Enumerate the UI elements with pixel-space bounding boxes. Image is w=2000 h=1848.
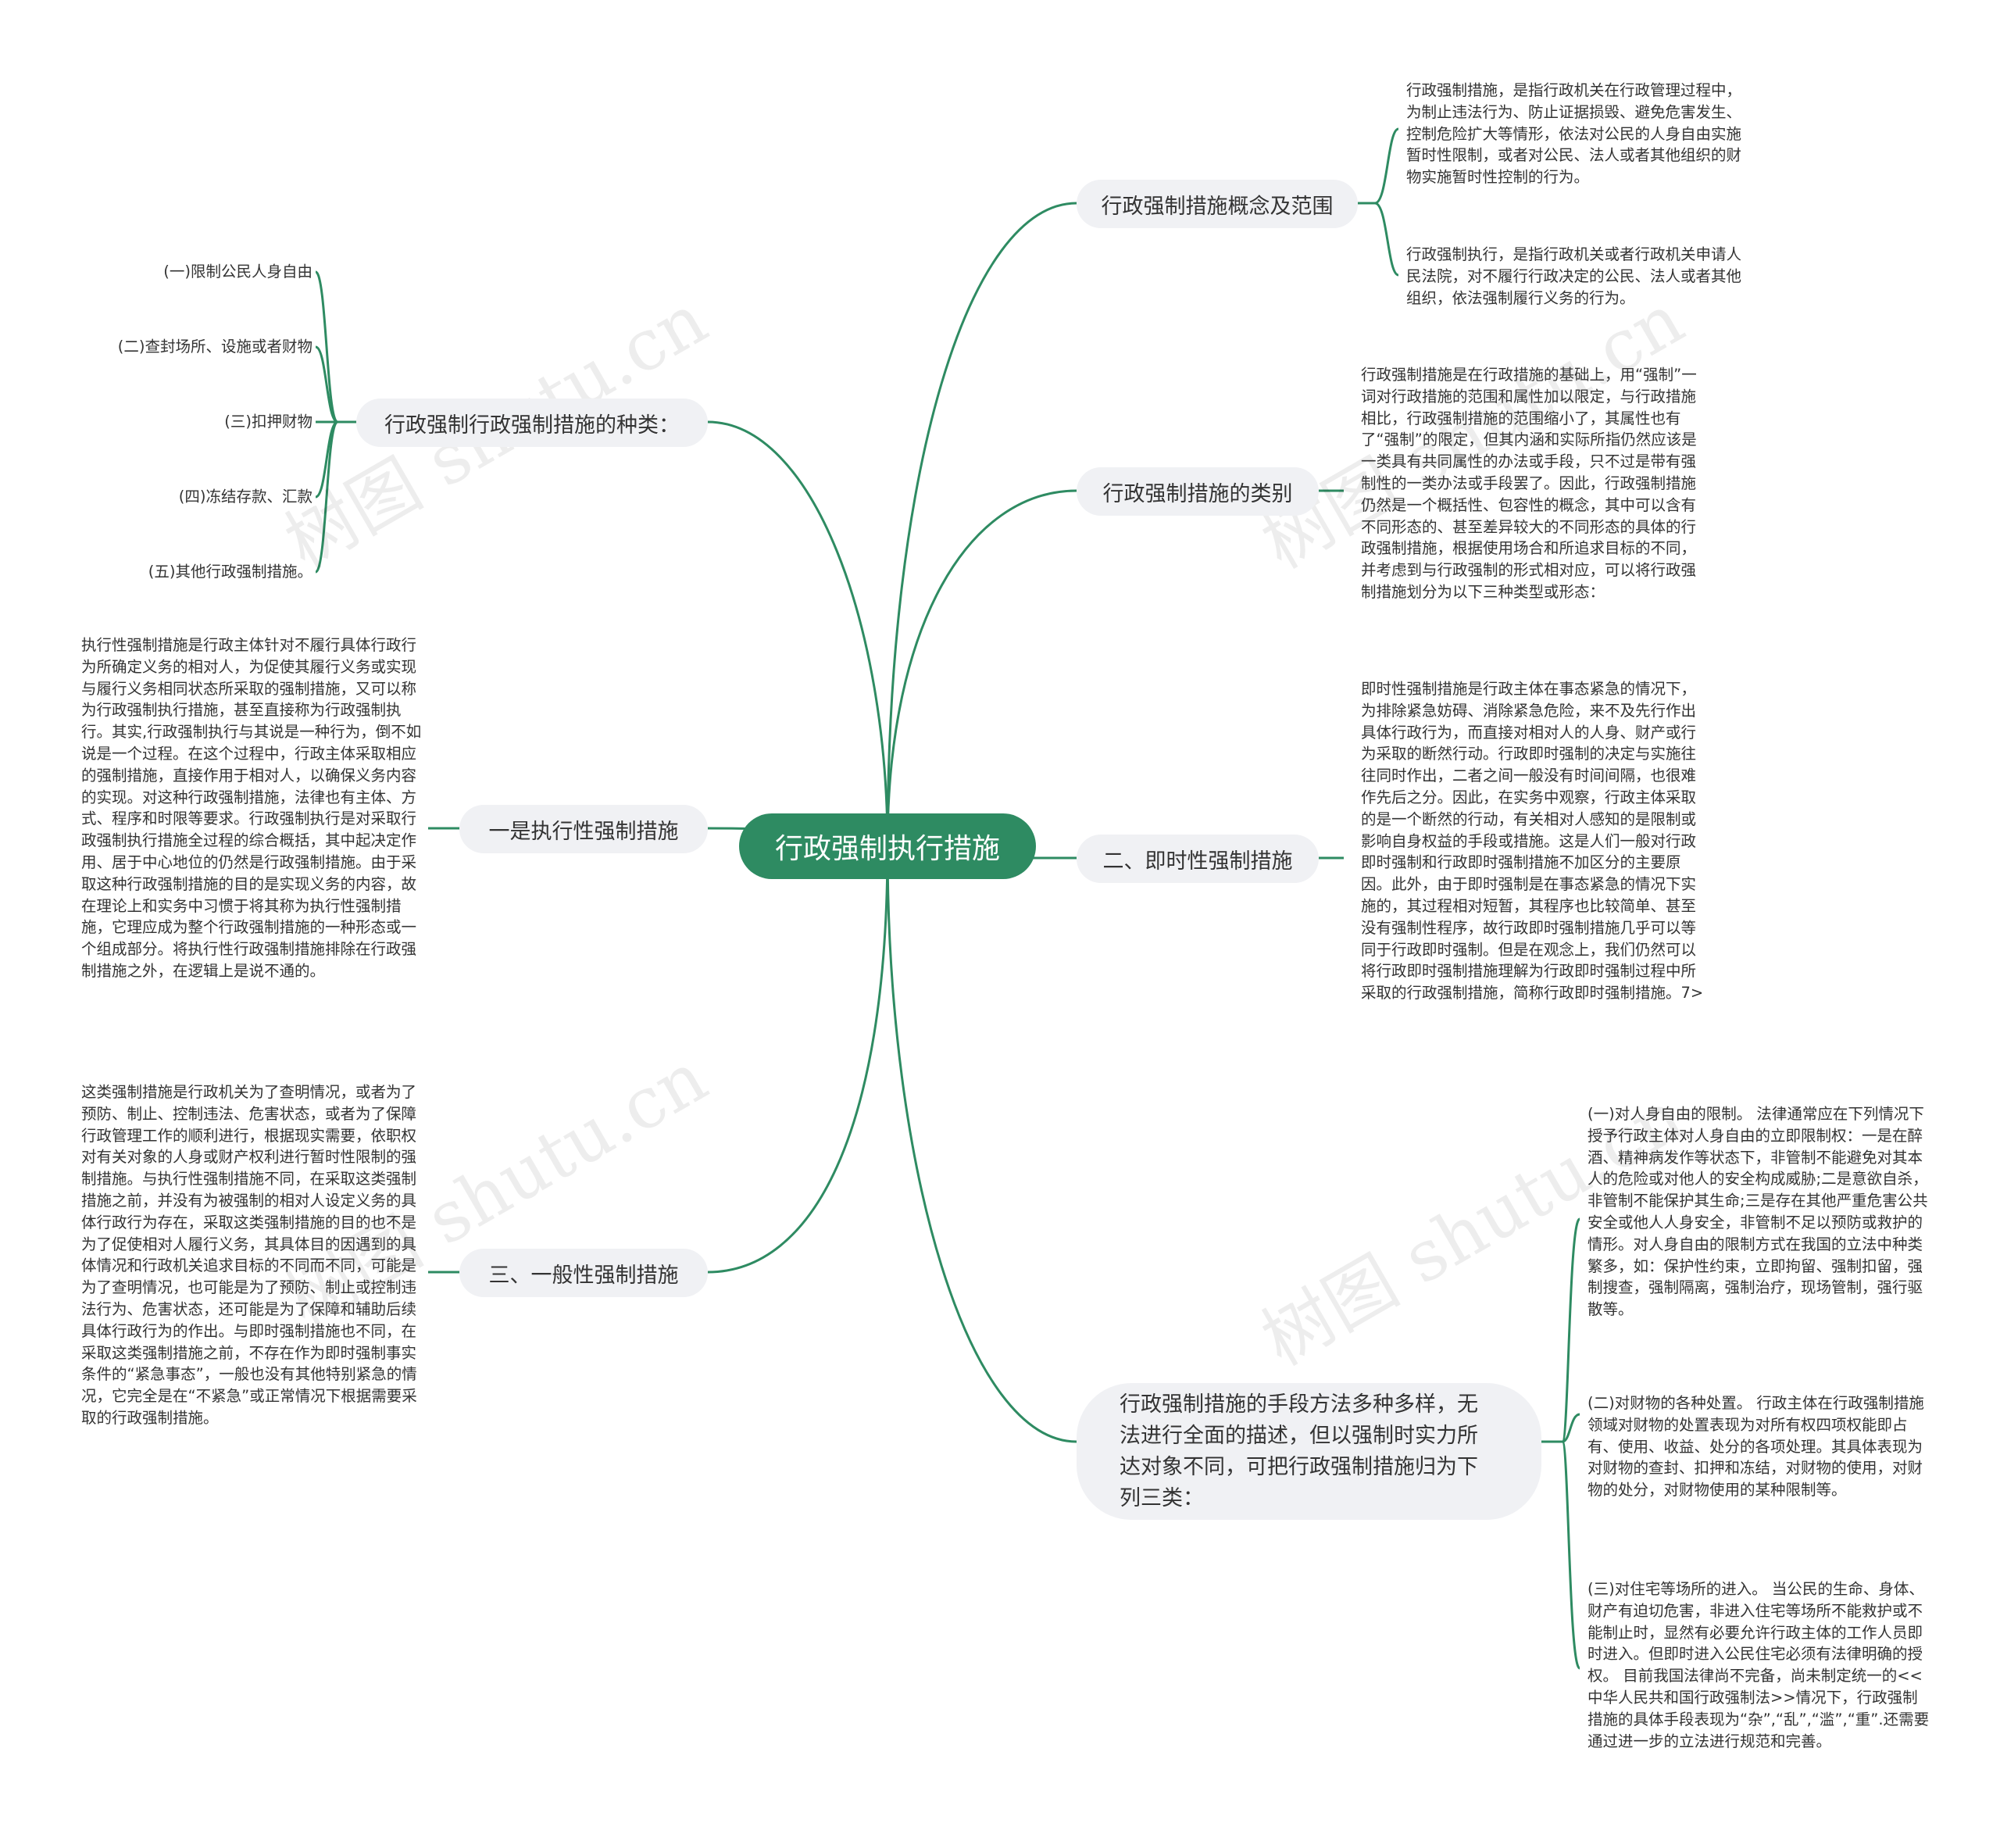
leaf-residence: (三)对住宅等场所的进入。 当公民的生命、身体、财产有迫切危害，非进入住宅等场所…: [1588, 1580, 1930, 1750]
branch-types[interactable]: 行政强制行政强制措施的种类：: [356, 399, 708, 447]
leaf-property: (二)对财物的各种处置。 行政主体在行政强制措施领域对财物的处置表现为对所有权四…: [1588, 1394, 1924, 1499]
leaf-category-text: 行政强制措施是在行政措施的基础上，用“强制”一词对行政措施的范围和属性加以限定，…: [1361, 366, 1697, 601]
branch-executive[interactable]: 一是执行性强制措施: [459, 805, 708, 853]
leaf-general-text: 这类强制措施是行政机关为了查明情况，或者为了预防、制止、控制违法、危害状态，或者…: [81, 1083, 417, 1427]
branch-concept[interactable]: 行政强制措施概念及范围: [1077, 180, 1358, 228]
leaf-enforcement-definition: 行政强制执行，是指行政机关或者行政机关申请人民法院，对不履行行政决定的公民、法人…: [1406, 245, 1742, 307]
leaf-type-2: (二)查封场所、设施或者财物: [117, 338, 312, 356]
leaf-type-3: (三)扣押财物: [224, 413, 312, 431]
leaf-type-5: (五)其他行政强制措施。: [148, 563, 312, 581]
leaf-executive-text: 执行性强制措施是行政主体针对不履行具体行政行为所确定义务的相对人，为促使其履行义…: [81, 636, 422, 980]
leaf-personal-freedom: (一)对人身自由的限制。 法律通常应在下列情况下授予行政主体对人身自由的立即限制…: [1588, 1105, 1928, 1319]
leaf-type-1: (一)限制公民人身自由: [163, 263, 312, 281]
leaf-concept-definition: 行政强制措施，是指行政机关在行政管理过程中，为制止违法行为、防止证据损毁、避免危…: [1406, 81, 1742, 187]
branch-category[interactable]: 行政强制措施的类别: [1077, 467, 1319, 516]
leaf-immediate-text: 即时性强制措施是行政主体在事态紧急的情况下，为排除紧急妨碍、消除紧急危险，来不及…: [1361, 680, 1704, 1003]
branch-immediate[interactable]: 二、即时性强制措施: [1077, 835, 1319, 883]
central-topic[interactable]: 行政强制执行措施: [739, 813, 1036, 879]
leaf-type-4: (四)冻结存款、汇款: [178, 488, 312, 506]
branch-general[interactable]: 三、一般性强制措施: [459, 1249, 708, 1297]
branch-means[interactable]: 行政强制措施的手段方法多种多样，无法进行全面的描述，但以强制时实力所达对象不同，…: [1077, 1383, 1541, 1520]
